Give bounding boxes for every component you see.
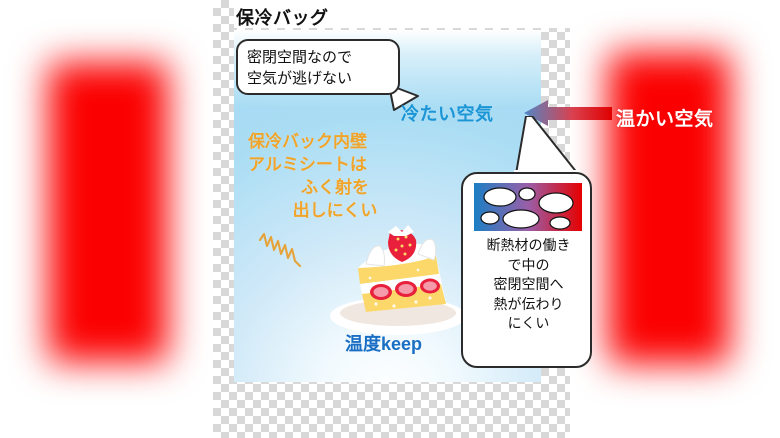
insulation-bubble-line-4: 熱が伝わり xyxy=(493,295,564,312)
insulation-bubble-line-5: にくい xyxy=(507,315,550,331)
aluminium-caption-line-4: 出しにくい xyxy=(292,201,378,220)
warm-air-label: 温かい空気 xyxy=(616,109,714,130)
strawberry-shortcake-illustration xyxy=(330,225,466,335)
sealed-bubble-line-2: 空気が逃げない xyxy=(247,70,353,87)
page-title: 保冷バッグ xyxy=(236,8,329,28)
insulation-bubble-line-3: 密閉空間へ xyxy=(493,276,564,292)
radiation-wave-icon xyxy=(258,232,302,268)
right-warm-air-block xyxy=(608,52,730,364)
insulation-bubble-text: 断熱材の働き で中の 密閉空間へ 熱が伝わり にくい xyxy=(463,236,594,334)
aluminium-caption-line-2: アルミシートは xyxy=(248,155,367,174)
heat-flow-arrow-icon xyxy=(524,100,612,126)
insulation-material-diagram xyxy=(474,183,582,231)
insulation-bubble-pointer xyxy=(514,116,580,178)
cold-air-label: 冷たい空気 xyxy=(401,104,494,124)
aluminium-caption-line-3: ふく射を xyxy=(301,178,369,197)
insulation-bubble-line-1: 断熱材の働き xyxy=(486,237,571,253)
insulation-bubble-line-2: で中の xyxy=(507,256,550,273)
insulation-effect-bubble: 断熱材の働き で中の 密閉空間へ 熱が伝わり にくい xyxy=(461,172,592,368)
left-warm-air-block xyxy=(48,62,168,362)
title-background-strip xyxy=(234,0,570,28)
sealed-bubble-line-1: 密閉空間なので xyxy=(247,49,353,66)
sealed-space-bubble: 密閉空間なので 空気が逃げない xyxy=(236,39,400,95)
sealed-bubble-text: 密閉空間なので 空気が逃げない xyxy=(247,47,352,89)
aluminium-caption-line-1: 保冷バック内壁 xyxy=(248,132,367,151)
temperature-keep-label: 温度keep xyxy=(345,334,423,354)
aluminium-sheet-caption: 保冷バック内壁 アルミシートは ふく射を 出しにくい xyxy=(240,130,430,222)
